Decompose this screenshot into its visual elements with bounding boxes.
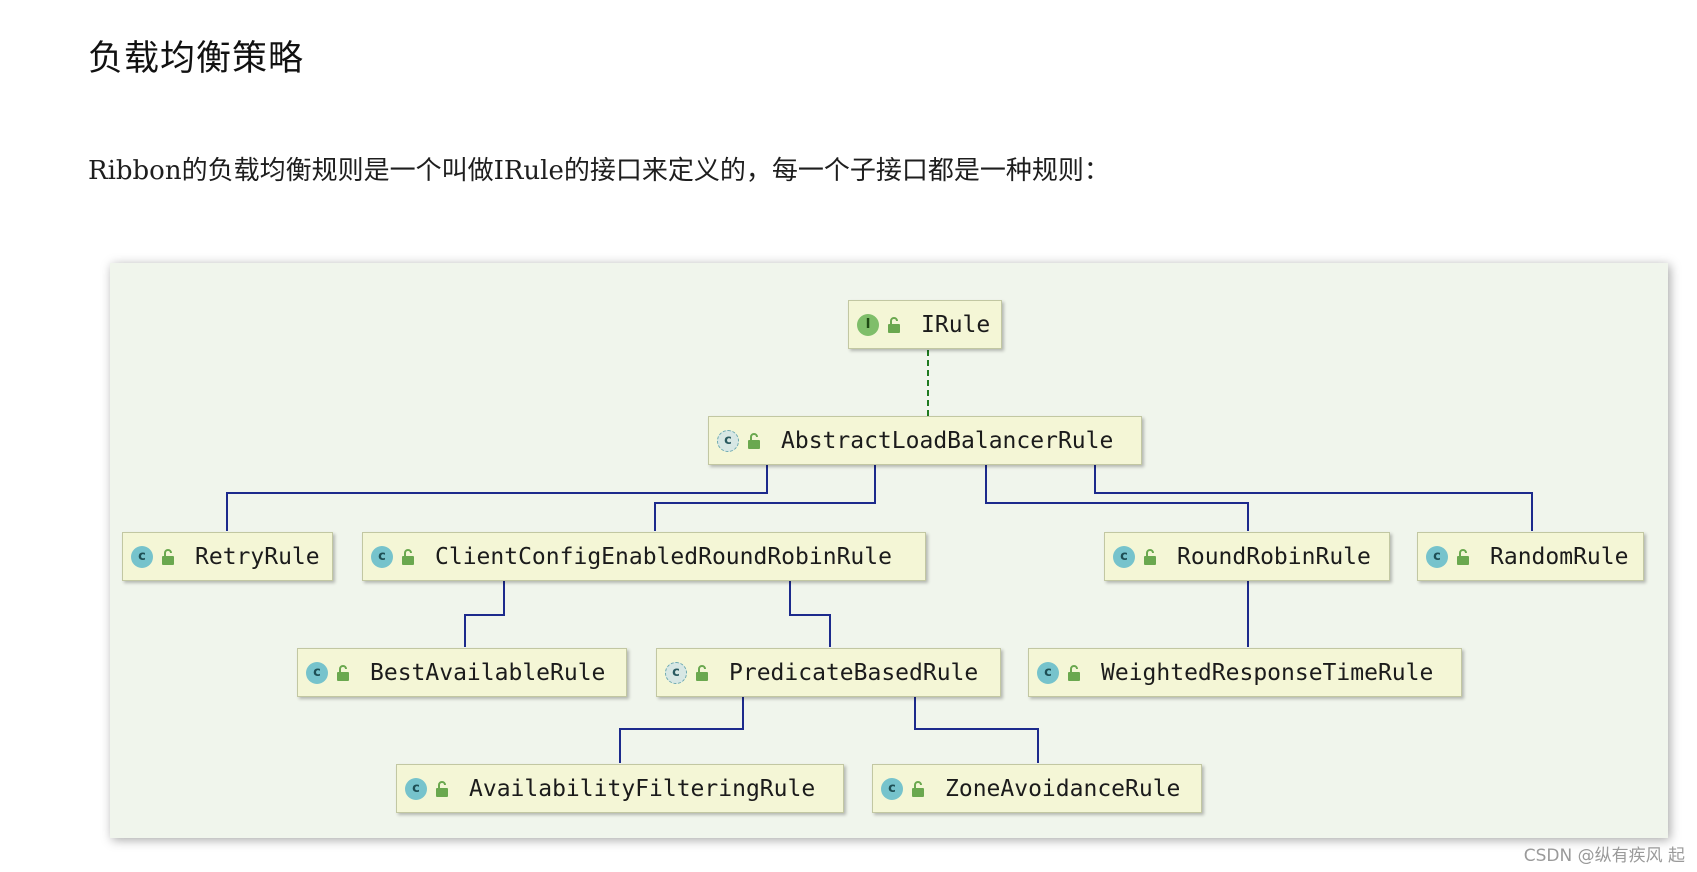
- class-icon: c: [1037, 661, 1059, 684]
- node-zoneavoidancerule[interactable]: c ZoneAvoidanceRule: [872, 764, 1202, 813]
- unlocked-icon: [337, 664, 349, 681]
- watermark: CSDN @纵有疾风 起: [1523, 846, 1685, 866]
- node-label: RetryRule: [195, 543, 320, 570]
- edge-clientconfig-to-abstract: [654, 430, 886, 531]
- unlocked-icon: [402, 548, 414, 565]
- node-label: AbstractLoadBalancerRule: [781, 427, 1114, 454]
- edge-retry-to-abstract: [226, 430, 778, 531]
- class-icon: c: [1426, 545, 1448, 568]
- node-roundrobinrule[interactable]: c RoundRobinRule: [1104, 532, 1390, 581]
- node-bestavailablerule[interactable]: c BestAvailableRule: [297, 648, 627, 697]
- node-label: IRule: [921, 311, 991, 338]
- class-hierarchy-diagram: I IRule c AbstractLoadBalancerRule c Ret…: [110, 263, 1668, 838]
- node-label: WeightedResponseTimeRule: [1101, 659, 1434, 686]
- intro-paragraph: Ribbon的负载均衡规则是一个叫做IRule的接口来定义的，每一个子接口都是一…: [88, 156, 1110, 186]
- node-retryrule[interactable]: c RetryRule: [122, 532, 333, 581]
- unlocked-icon: [748, 432, 760, 449]
- interface-icon: I: [857, 313, 879, 336]
- edge-roundrobin-to-abstract: [975, 430, 1249, 531]
- edge-predicate-to-clientconfig: [779, 546, 831, 647]
- node-label: PredicateBasedRule: [729, 659, 979, 686]
- node-label: AvailabilityFilteringRule: [469, 775, 816, 802]
- abstract-class-icon: c: [717, 429, 739, 452]
- node-predicatebasedrule[interactable]: c PredicateBasedRule: [656, 648, 1001, 697]
- node-randomrule[interactable]: c RandomRule: [1417, 532, 1644, 581]
- class-icon: c: [1113, 545, 1135, 568]
- node-label: RandomRule: [1490, 543, 1629, 570]
- edge-availability-to-predicate: [619, 662, 754, 763]
- unlocked-icon: [1068, 664, 1080, 681]
- unlocked-icon: [1144, 548, 1156, 565]
- node-abstractloadbalancerrule[interactable]: c AbstractLoadBalancerRule: [708, 416, 1142, 465]
- node-label: ClientConfigEnabledRoundRobinRule: [435, 543, 892, 570]
- class-icon: c: [881, 777, 903, 800]
- unlocked-icon: [1457, 548, 1469, 565]
- class-icon: c: [405, 777, 427, 800]
- class-icon: c: [371, 545, 393, 568]
- unlocked-icon: [912, 780, 924, 797]
- node-label: RoundRobinRule: [1177, 543, 1371, 570]
- class-icon: c: [131, 545, 153, 568]
- edge-zoneavoidance-to-predicate: [904, 662, 1039, 763]
- node-availabilityfilteringrule[interactable]: c AvailabilityFilteringRule: [396, 764, 844, 813]
- node-irule[interactable]: I IRule: [848, 300, 1002, 349]
- node-clientconfigenabledroundrobinrule[interactable]: c ClientConfigEnabledRoundRobinRule: [362, 532, 926, 581]
- edge-bestavailable-to-clientconfig: [464, 546, 515, 647]
- unlocked-icon: [888, 316, 900, 333]
- section-heading: 负载均衡策略: [88, 39, 305, 79]
- abstract-class-icon: c: [665, 661, 687, 684]
- unlocked-icon: [162, 548, 174, 565]
- unlocked-icon: [696, 664, 708, 681]
- node-weightedresponsetimerule[interactable]: c WeightedResponseTimeRule: [1028, 648, 1462, 697]
- node-label: BestAvailableRule: [370, 659, 606, 686]
- node-label: ZoneAvoidanceRule: [945, 775, 1181, 802]
- unlocked-icon: [436, 780, 448, 797]
- edge-random-to-abstract: [1084, 430, 1533, 531]
- class-icon: c: [306, 661, 328, 684]
